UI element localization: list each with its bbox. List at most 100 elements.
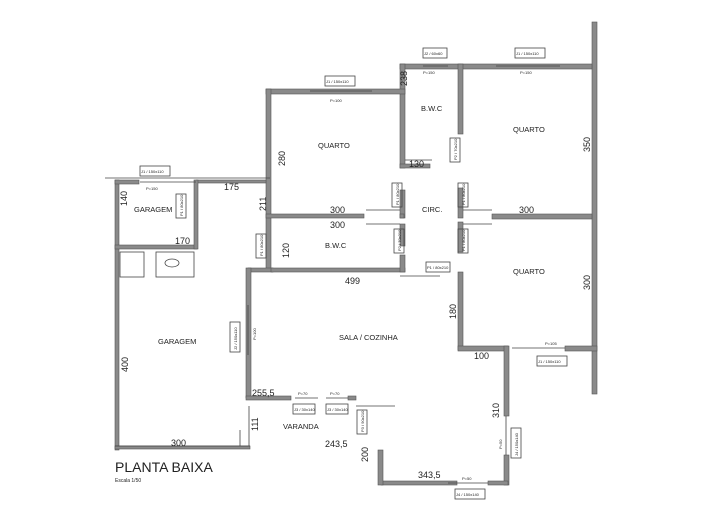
door-tag: P1 / 80x210	[395, 183, 400, 205]
window-tag-box	[229, 321, 241, 353]
room-bwc: B.W.C	[325, 241, 347, 250]
sill-varanda-b: P=70	[330, 391, 340, 396]
wall-garagem-store-right	[193, 179, 199, 250]
door-tag-box	[457, 228, 469, 254]
room-quarto-3: QUARTO	[513, 267, 545, 276]
window-tag: J1 / 150x110	[516, 51, 539, 56]
door-tag: P1 / 80x210	[259, 234, 264, 256]
door-tag-box	[393, 228, 405, 254]
wall-top-quarto-1	[265, 88, 406, 95]
door-tag-box	[255, 233, 267, 259]
wall-varanda-right	[377, 449, 384, 486]
door-tag: P3 / 90x210	[360, 410, 365, 432]
dimension-130: 130	[409, 159, 424, 169]
door-tag: P1 / 80x210	[427, 265, 449, 270]
dimension-243-5: 243,5	[325, 439, 348, 449]
door-tag: P1 / 80x210	[461, 229, 466, 251]
wall-bwc2-right	[399, 223, 406, 247]
door-tag: P1 / 80x210	[179, 194, 184, 216]
window-tag-box	[536, 355, 568, 367]
dimension-300-bottom: 300	[171, 438, 186, 448]
wall-bwc-quarto2	[457, 63, 464, 135]
dimension-499: 499	[345, 276, 360, 286]
wall-sala-bottom-b	[347, 395, 357, 401]
wall-sala-left	[245, 267, 252, 399]
plan-title: PLANTA BAIXA	[115, 459, 213, 475]
dimension-400: 400	[120, 357, 130, 372]
wall-sala-top	[270, 267, 406, 273]
door-tag-box	[391, 182, 403, 208]
wall-top-quarto-2	[459, 63, 593, 70]
window-tag-box	[422, 47, 448, 59]
window-tag-box	[510, 427, 522, 459]
sill-garagem: P=150	[146, 186, 158, 191]
dimension-310: 310	[491, 403, 501, 418]
window-tag: J4 / 150x140	[456, 492, 480, 497]
room-varanda: VARANDA	[283, 422, 319, 431]
door-tags: P1 / 80x210 P2 / 70x210 P1 / 80x210 P1 /…	[175, 137, 469, 435]
details	[105, 65, 565, 484]
wall-quarto1-left	[265, 88, 272, 270]
room-circ: CIRC.	[422, 205, 442, 214]
sill-heights: P=150 P=150 P=100 P=150 P=100 P=105 P=70…	[146, 70, 557, 481]
dimension-300-quarto-3: 300	[582, 275, 592, 290]
window-tag-box	[292, 403, 316, 415]
dimension-111: 111	[250, 417, 260, 431]
wall-sala-top-left	[247, 267, 274, 273]
window-tag: J1 / 150x110	[141, 169, 164, 174]
dimension-238: 238	[399, 71, 409, 86]
dimension-300-bwc: 300	[330, 220, 345, 230]
sill-sala: P=100	[252, 328, 257, 340]
door-tag-box	[457, 182, 469, 208]
window-tags: J2 / 60x60 J1 / 150x110 J1 / 150x110 J1 …	[139, 47, 568, 500]
room-bwc-top: B.W.C	[421, 104, 443, 113]
wall-bottom-b	[487, 480, 509, 486]
sill-quarto-1: P=100	[330, 98, 342, 103]
tank-basin	[164, 258, 180, 268]
door-tag-box	[425, 261, 451, 273]
dimension-280: 280	[277, 151, 287, 166]
window-tag: J4 / 150x140	[514, 432, 519, 456]
wall-quarto3-left-b	[457, 271, 464, 351]
sill-varanda-a: P=70	[298, 391, 308, 396]
wall-quarto2-bottom	[491, 213, 593, 220]
wall-bwc2-right-b	[399, 254, 406, 273]
window-tag: J1 / 150x110	[538, 359, 561, 364]
window-tag: J3 / 30x140	[294, 407, 315, 412]
door-tag: P2 / 70x210	[453, 138, 458, 160]
dimension-211: 211	[258, 197, 268, 211]
window-tag-box	[324, 75, 356, 87]
dimension-170: 170	[175, 236, 190, 246]
room-sala-cozinha: SALA / COZINHA	[339, 333, 398, 342]
dimension-120: 120	[281, 243, 291, 258]
dimension-300-quarto-2: 300	[519, 205, 534, 215]
wall-right-lower-b	[503, 454, 510, 486]
window-tag: J1 / 150x110	[326, 79, 349, 84]
wall-garagem-left	[114, 179, 120, 451]
window-tag-box	[139, 165, 171, 177]
door-tag-box	[356, 409, 368, 435]
wall-bwc-bottom	[399, 163, 431, 169]
sill-right: P=50	[498, 439, 503, 449]
dimension-140: 140	[119, 191, 129, 206]
door-tag-box	[449, 137, 461, 163]
sill-bwc: P=150	[423, 70, 435, 75]
wall-top-bwc	[399, 63, 461, 70]
door-tag: P1 / 80x210	[461, 183, 466, 205]
sill-bottom: P=50	[462, 476, 472, 481]
window-tag: J2 / 60x60	[424, 51, 443, 56]
room-quarto-2: QUARTO	[513, 125, 545, 134]
wall-east	[591, 21, 598, 395]
dimension-175: 175	[224, 182, 239, 192]
room-garagem-top: GARAGEM	[134, 205, 172, 214]
window-tag-box	[514, 47, 546, 59]
window-tag-box	[454, 488, 486, 500]
plan-scale: Escala 1/50	[115, 478, 141, 484]
door-tag-box	[175, 193, 187, 219]
wall-circ-corner	[399, 213, 405, 219]
dimension-300-quarto-1: 300	[330, 205, 345, 215]
dimension-350: 350	[582, 137, 592, 152]
wall-garagem-top-a	[114, 179, 140, 185]
dimension-180: 180	[448, 304, 458, 319]
sill-quarto-2: P=150	[520, 70, 532, 75]
